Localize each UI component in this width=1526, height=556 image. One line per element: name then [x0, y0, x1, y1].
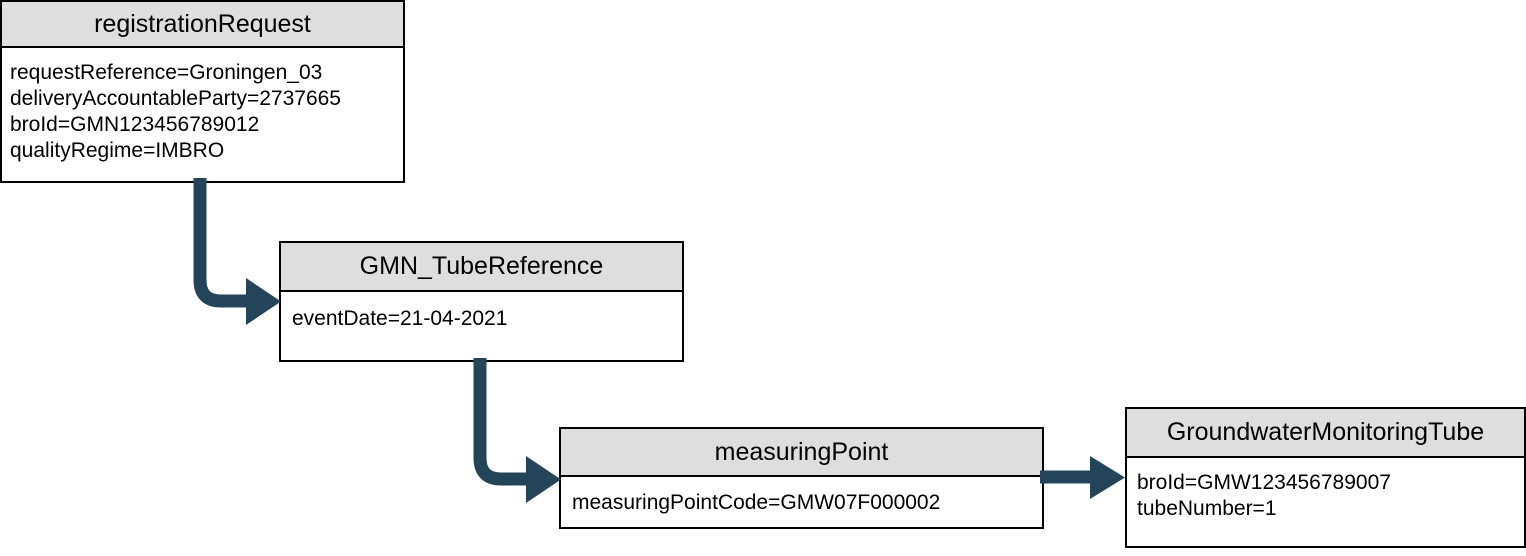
uml-attribute-bro-id: broId=GMN123456789012: [10, 113, 260, 136]
uml-box-measuring-point[interactable]: measuringPoint measuringPointCode=GMW07F…: [559, 427, 1044, 529]
uml-box-title-groundwater-monitoring-tube: GroundwaterMonitoringTube: [1127, 409, 1524, 458]
arrowhead-icon: [246, 278, 281, 325]
uml-attribute-request-reference: requestReference=Groningen_03: [10, 61, 323, 84]
uml-box-registration-request[interactable]: registrationRequest requestReference=Gro…: [0, 0, 405, 183]
uml-box-body-gmn-tube-reference: eventDate=21-04-2021: [281, 292, 682, 360]
uml-box-body-measuring-point: measuringPointCode=GMW07F000002: [561, 477, 1042, 527]
uml-box-title-gmn-tube-reference: GMN_TubeReference: [281, 243, 682, 292]
connector-line: [193, 178, 251, 308]
uml-box-groundwater-monitoring-tube[interactable]: GroundwaterMonitoringTube broId=GMW12345…: [1125, 407, 1526, 548]
uml-box-body-groundwater-monitoring-tube: broId=GMW123456789007 tubeNumber=1: [1127, 458, 1524, 546]
uml-attribute-measuring-point-code: measuringPointCode=GMW07F000002: [572, 491, 941, 514]
uml-box-title-measuring-point: measuringPoint: [561, 429, 1042, 477]
connector-measuring-point-to-groundwater-monitoring-tube: [1040, 456, 1125, 499]
connector-line: [473, 358, 531, 486]
arrowhead-icon: [1090, 456, 1125, 499]
uml-attribute-quality-regime: qualityRegime=IMBRO: [10, 139, 225, 162]
uml-box-body-registration-request: requestReference=Groningen_03 deliveryAc…: [2, 48, 403, 181]
uml-attribute-delivery-accountable-party: deliveryAccountableParty=2737665: [10, 87, 341, 110]
connector-gmn-tube-reference-to-measuring-point: [473, 358, 561, 503]
connector-registration-request-to-gmn-tube-reference: [193, 178, 281, 325]
uml-box-title-registration-request: registrationRequest: [2, 2, 403, 48]
uml-attribute-tube-number: tubeNumber=1: [1137, 497, 1277, 520]
arrowhead-icon: [526, 456, 561, 503]
uml-attribute-event-date: eventDate=21-04-2021: [292, 307, 508, 330]
uml-box-gmn-tube-reference[interactable]: GMN_TubeReference eventDate=21-04-2021: [279, 241, 684, 362]
uml-attribute-tube-bro-id: broId=GMW123456789007: [1137, 471, 1391, 494]
